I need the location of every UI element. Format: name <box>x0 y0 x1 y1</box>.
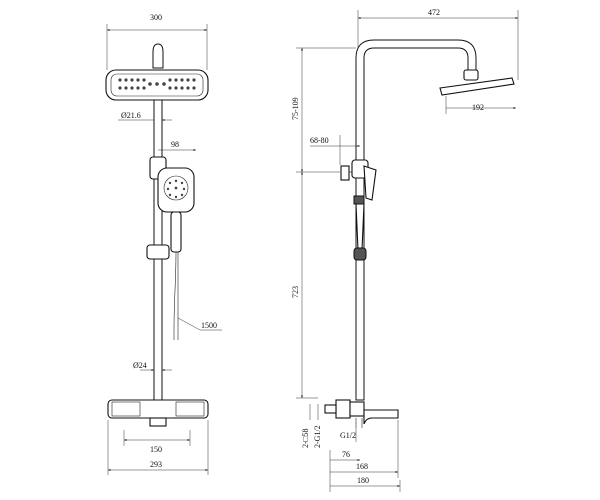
thermostatic-mixer <box>107 399 209 427</box>
dim-inlet-thread: 2-G1/2 <box>313 425 322 448</box>
overhead-shower-head <box>105 69 209 101</box>
riser-pipe-top <box>152 43 164 69</box>
dim-mixer-width: 293 <box>150 460 162 469</box>
dim-riser-height: 723 <box>291 286 300 298</box>
lower-bracket <box>146 244 170 260</box>
side-view: 472 192 75-109 723 68-80 <box>291 8 519 492</box>
shower-arm <box>355 39 477 171</box>
dim-outlet-thread: G1/2 <box>340 431 356 440</box>
shower-hose <box>173 251 177 340</box>
dim-pipe-diameter-upper: Ø21.6 <box>121 111 141 120</box>
overhead-head-side <box>439 69 515 96</box>
dim-hose-length: 1500 <box>201 321 217 330</box>
dim-inlet-spacing: 150 <box>150 445 162 454</box>
dim-arm-reach: 472 <box>428 8 440 17</box>
dim-bottom-depth: 180 <box>357 476 369 485</box>
dim-pipe-diameter-lower: Ø24 <box>133 361 147 370</box>
dim-upper-height: 75-109 <box>291 97 300 120</box>
hand-shower-side <box>340 159 377 261</box>
dim-head-offset: 192 <box>472 103 484 112</box>
front-view: 300 Ø21.6 <box>105 13 222 475</box>
dim-spout-offset: 76 <box>342 450 350 459</box>
dim-inlet-square: 2-□58 <box>301 429 310 449</box>
dim-hand-offset: 98 <box>171 140 179 149</box>
dim-spout-length: 168 <box>356 462 368 471</box>
dim-holder-depth: 68-80 <box>310 136 329 145</box>
mixer-side <box>324 399 399 428</box>
hand-shower <box>157 167 195 253</box>
dim-overhead-width: 300 <box>150 13 162 22</box>
